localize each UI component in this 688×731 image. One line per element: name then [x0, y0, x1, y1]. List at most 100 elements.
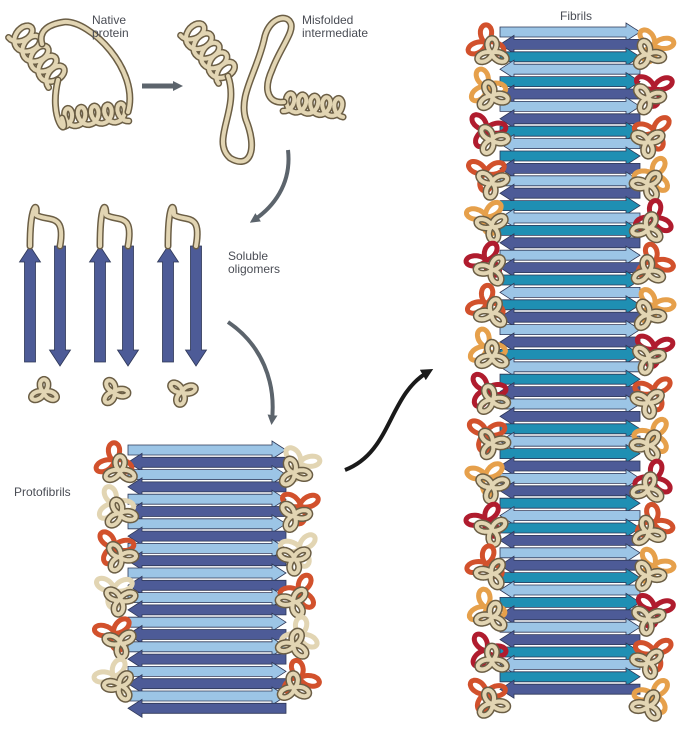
fibril-stack	[466, 23, 674, 718]
fibril-strand-37	[500, 482, 640, 500]
misfolded-helix-2	[283, 94, 343, 117]
protofibril-strand-16	[128, 638, 286, 656]
protofibril-knot-right-2	[280, 550, 309, 573]
protofibril-stack	[94, 441, 320, 717]
fibril-strand-32	[500, 420, 640, 438]
fibril-strand-38	[500, 494, 640, 512]
arrow-misfolded-to-oligomers	[254, 150, 289, 220]
protofibril-knot-left-4	[105, 633, 133, 657]
fibril-strand-0	[500, 23, 640, 41]
protofibril-strand-15	[128, 626, 286, 644]
fibril-strand-14	[500, 197, 640, 215]
arrow-protofibrils-to-fibrils	[345, 372, 428, 470]
fibril-knot-right-6	[637, 302, 664, 328]
fibril-strand-27	[500, 358, 640, 376]
protofibril-strand-12	[128, 589, 286, 607]
fibril-strand-33	[500, 432, 640, 450]
fibril-strand-17	[500, 234, 640, 252]
oligomer-strand-up-3	[158, 246, 179, 362]
fibril-strand-7	[500, 110, 640, 128]
protofibril-strand-9	[128, 552, 286, 570]
fibril-strand-9	[500, 135, 640, 153]
fibril-strand-1	[500, 35, 640, 53]
protofibril-strand-20	[128, 687, 286, 705]
fibril-strand-8	[500, 122, 640, 140]
oligomer-top-loop-3	[168, 207, 197, 246]
protofibril-strand-19	[128, 675, 286, 693]
fibril-knot-left-4	[477, 216, 505, 240]
protofibril-strand-14	[128, 613, 286, 631]
native-protein-label: Native protein	[92, 14, 129, 40]
protofibrils-label: Protofibrils	[14, 486, 71, 499]
protofibril-strand-5	[128, 503, 286, 521]
fibril-strand-28	[500, 370, 640, 388]
oligomer-bottom-knot-3	[171, 383, 196, 405]
protofibril-knot-left-5	[104, 674, 131, 700]
fibril-strand-6	[500, 97, 640, 115]
fibril-strand-5	[500, 85, 640, 103]
fibril-strand-35	[500, 457, 640, 475]
protofibril-strand-10	[128, 564, 286, 582]
fibril-strand-52	[500, 668, 640, 686]
fibril-knot-right-7	[636, 348, 664, 373]
fibril-strand-20	[500, 271, 640, 289]
fibril-strand-21	[500, 283, 640, 301]
protofibril-strand-4	[128, 490, 286, 508]
fibril-strand-13	[500, 184, 640, 202]
fibril-knot-right-1	[637, 87, 664, 112]
fibril-strand-10	[500, 147, 640, 165]
oligomer-top-loop-2	[100, 207, 129, 246]
fibril-strand-12	[500, 172, 640, 190]
fibril-strand-48	[500, 618, 640, 636]
fibril-strand-19	[500, 259, 640, 277]
fibril-strand-51	[500, 655, 640, 673]
native-helix-2	[63, 104, 129, 127]
fibril-strand-34	[500, 445, 640, 463]
oligomer-strand-down-1	[50, 246, 71, 366]
fibril-strand-18	[500, 246, 640, 264]
soluble-oligomers-hairpins	[20, 207, 207, 404]
protofibril-strand-7	[128, 527, 286, 545]
protofibril-strand-8	[128, 539, 286, 557]
protofibril-strand-13	[128, 601, 286, 619]
fibril-strand-41	[500, 531, 640, 549]
fibril-knot-right-0	[636, 41, 664, 66]
protofibril-strand-3	[128, 478, 286, 496]
fibril-strand-15	[500, 209, 640, 227]
fibril-strand-11	[500, 159, 640, 177]
oligomer-strand-down-2	[118, 246, 139, 366]
protofibril-strand-1	[128, 453, 286, 471]
protofibril-strand-11	[128, 576, 286, 594]
oligomer-strand-down-3	[186, 246, 207, 366]
fibril-strand-25	[500, 333, 640, 351]
oligomer-strand-up-1	[20, 246, 41, 362]
fibril-strand-53	[500, 680, 640, 698]
fibrils-label: Fibrils	[560, 10, 592, 23]
misfolded-intermediate-label: Misfolded intermediate	[302, 14, 368, 40]
fibril-strand-44	[500, 569, 640, 587]
fibril-strand-36	[500, 469, 640, 487]
fibril-knot-left-5	[476, 258, 503, 284]
fibril-strand-50	[500, 643, 640, 661]
protofibril-strand-2	[128, 466, 286, 484]
fibril-strand-26	[500, 345, 640, 363]
fibril-strand-47	[500, 606, 640, 624]
fibril-strand-31	[500, 407, 640, 425]
oligomer-bottom-knot-1	[32, 379, 57, 399]
fibril-strand-42	[500, 544, 640, 562]
oligomer-bottom-knot-2	[105, 380, 128, 403]
oligomer-strand-up-2	[90, 246, 111, 362]
fibril-strand-40	[500, 519, 640, 537]
fibril-strand-49	[500, 631, 640, 649]
oligomer-top-loop-1	[30, 207, 61, 246]
protofibril-strand-21	[128, 699, 286, 717]
fibril-strand-2	[500, 48, 640, 66]
fibril-knot-right-12	[638, 563, 664, 589]
protofibril-strand-6	[128, 515, 286, 533]
arrow-oligomers-to-protofibrils	[228, 322, 273, 420]
protofibril-strand-17	[128, 650, 286, 668]
misfolded-loops-outline	[223, 18, 291, 161]
protofibril-knot-right-0	[282, 459, 310, 484]
protofibril-strand-18	[128, 662, 286, 680]
protofibril-knot-right-1	[283, 504, 310, 529]
